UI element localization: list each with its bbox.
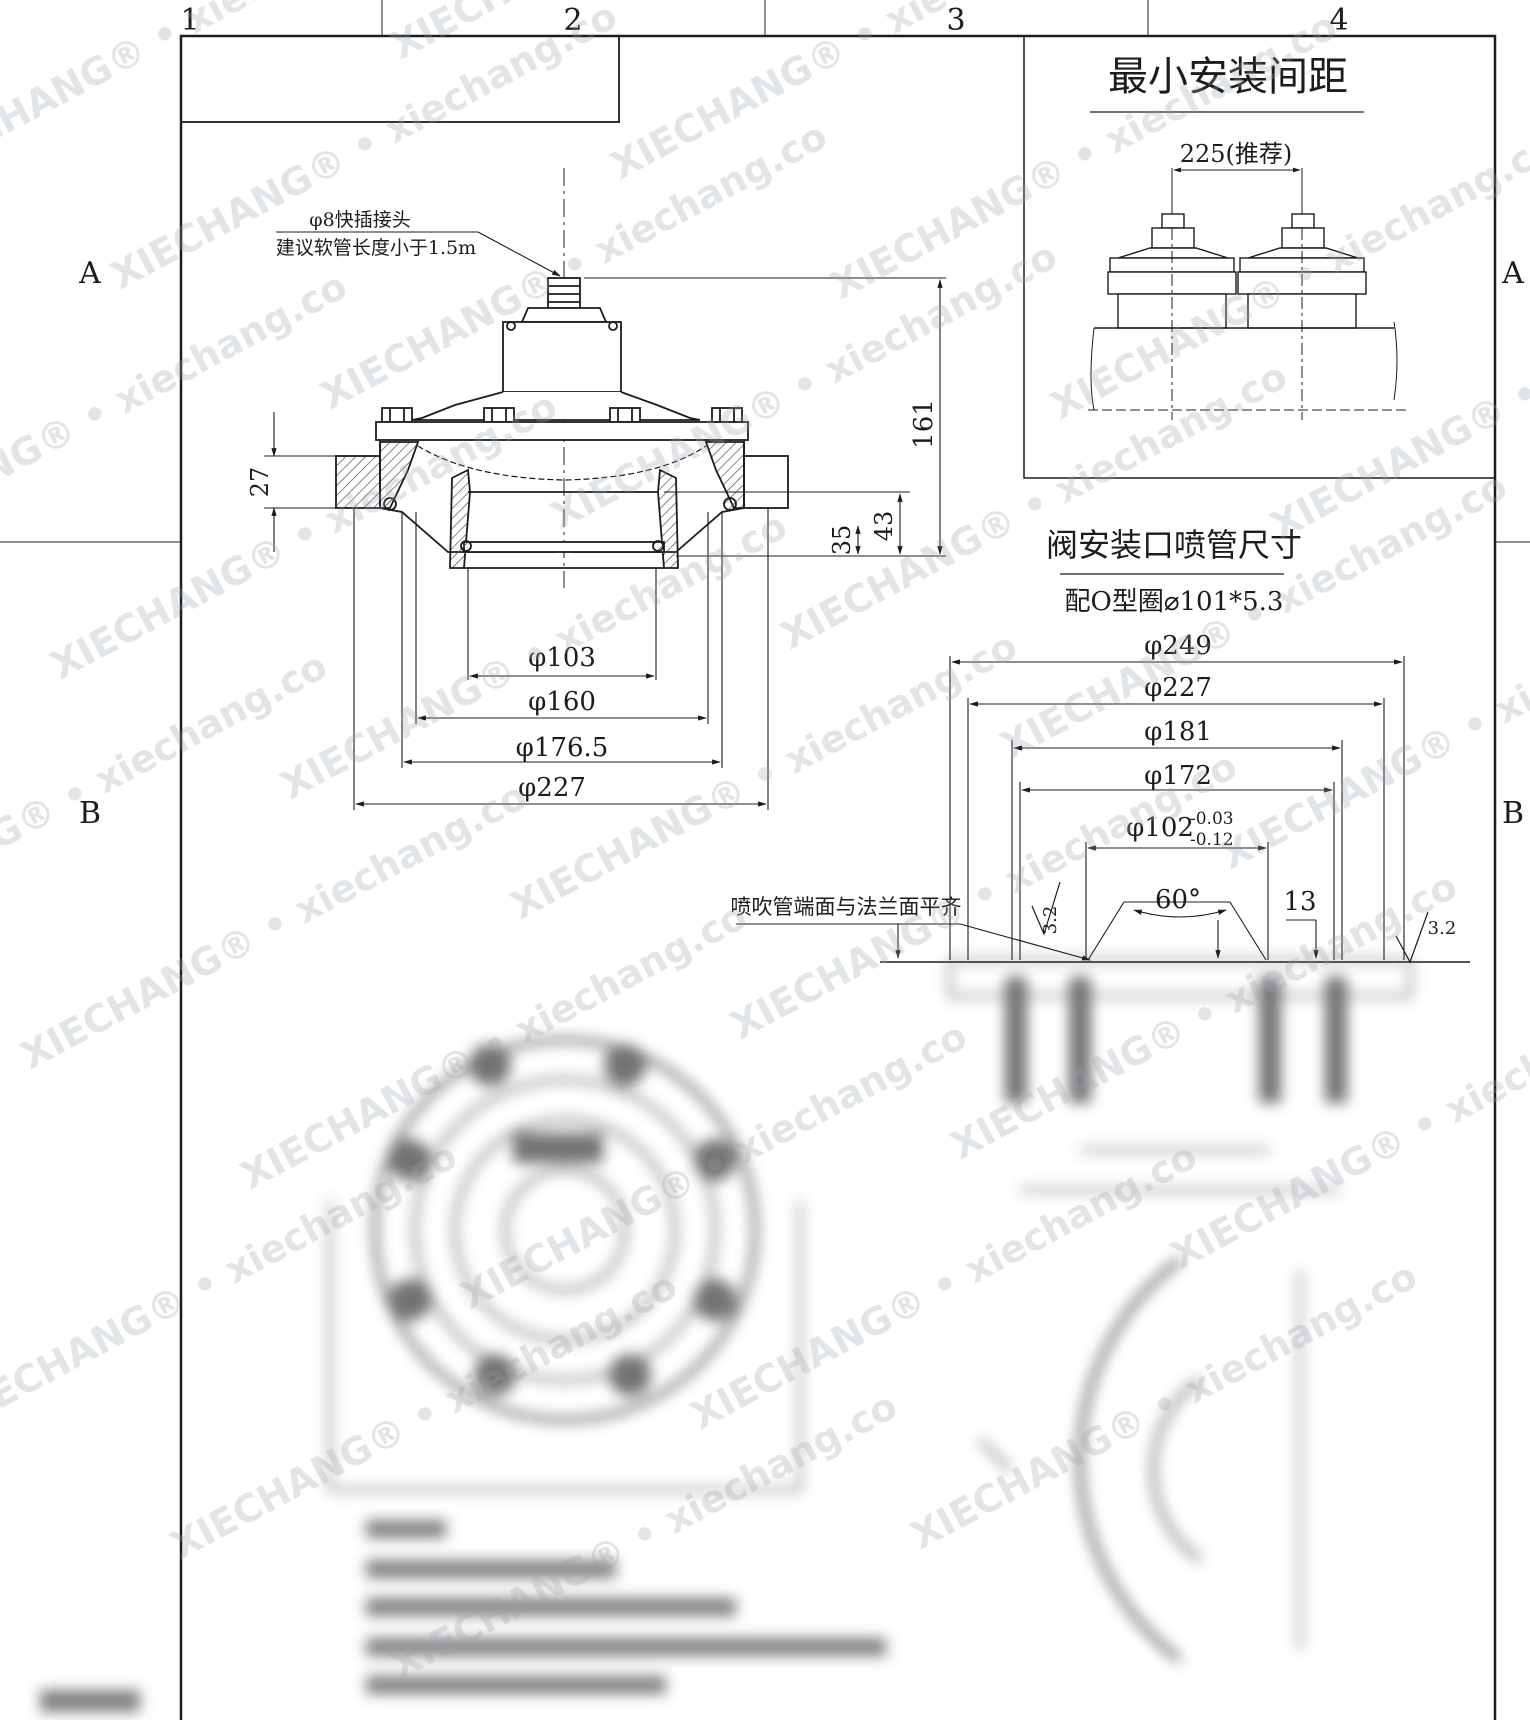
connector-label: φ8快插接头	[309, 209, 410, 231]
flush-note: 喷吹管端面与法兰面平齐	[731, 895, 962, 919]
valve-section-view	[335, 168, 789, 588]
dim-phi172: φ172	[1144, 761, 1212, 791]
section-dimension-text: φ8快插接头 建议软管长度小于1.5m 161 27 35 43 φ103 φ1…	[246, 209, 939, 803]
min-spacing-title: 最小安装间距	[1108, 54, 1348, 100]
pipe-detail-blurred	[948, 958, 1412, 1192]
dim-phi249: φ249	[1144, 631, 1212, 661]
row-marker-b-left: B	[79, 796, 101, 831]
tolerance-upper: -0.03	[1190, 809, 1234, 829]
dim-flange-27: 27	[246, 467, 274, 498]
blurred-region	[40, 958, 1412, 1712]
dim-phi103: φ103	[528, 643, 596, 673]
watermark-text: XIECHANG® • xiechang.co	[0, 1133, 464, 1438]
dim-height-161: 161	[909, 399, 939, 449]
dim-phi181: φ181	[1144, 717, 1212, 747]
dim-13: 13	[1283, 887, 1316, 917]
pipe-size-lines	[736, 573, 1470, 964]
roughness-left: 3.2	[1040, 906, 1061, 935]
roughness-right: 3.2	[1428, 918, 1457, 939]
hose-length-note: 建议软管长度小于1.5m	[276, 237, 476, 259]
column-marker-2: 2	[563, 3, 582, 38]
notes-blurred	[40, 1520, 886, 1712]
flange-arc-blurred	[978, 1257, 1302, 1663]
row-marker-a-left: A	[78, 256, 101, 291]
column-marker-3: 3	[946, 3, 965, 38]
dim-phi160: φ160	[528, 687, 596, 717]
watermark-text: XIECHANG® • xiechang.co	[454, 1013, 974, 1318]
row-marker-b-right: B	[1502, 796, 1524, 831]
column-marker-4: 4	[1329, 3, 1348, 38]
section-dimension-lines	[264, 231, 946, 810]
oring-note: 配O型圈⌀101*5.3	[1065, 587, 1284, 617]
min-spacing-text: 最小安装间距 225(推荐)	[1108, 54, 1348, 168]
min-spacing-box	[1023, 35, 1496, 479]
pipe-size-title: 阀安装口喷管尺寸	[1046, 526, 1302, 564]
dim-phi102: φ102	[1126, 813, 1194, 843]
dim-35: 35	[828, 525, 856, 556]
dim-phi227-pipe: φ227	[1144, 673, 1212, 703]
dim-angle-60: 60°	[1155, 885, 1201, 915]
bottom-view-blurred	[328, 1037, 802, 1492]
dim-phi227: φ227	[518, 773, 586, 803]
tolerance-lower: -0.12	[1190, 830, 1234, 850]
watermark-text: XIECHANG® • xiechang.co	[234, 893, 754, 1198]
recommended-spacing: 225(推荐)	[1180, 140, 1293, 168]
dim-43: 43	[870, 511, 898, 542]
row-marker-a-right: A	[1501, 256, 1524, 291]
column-marker-1: 1	[180, 3, 199, 38]
watermark-text: XIECHANG® • xiechang.co	[684, 1133, 1204, 1438]
dim-phi176-5: φ176.5	[516, 733, 609, 763]
zone-markers: 1 2 3 4 A A B B	[78, 3, 1524, 831]
pipe-size-text: 阀安装口喷管尺寸 配O型圈⌀101*5.3 φ249 φ227 φ181 φ17…	[731, 526, 1457, 939]
